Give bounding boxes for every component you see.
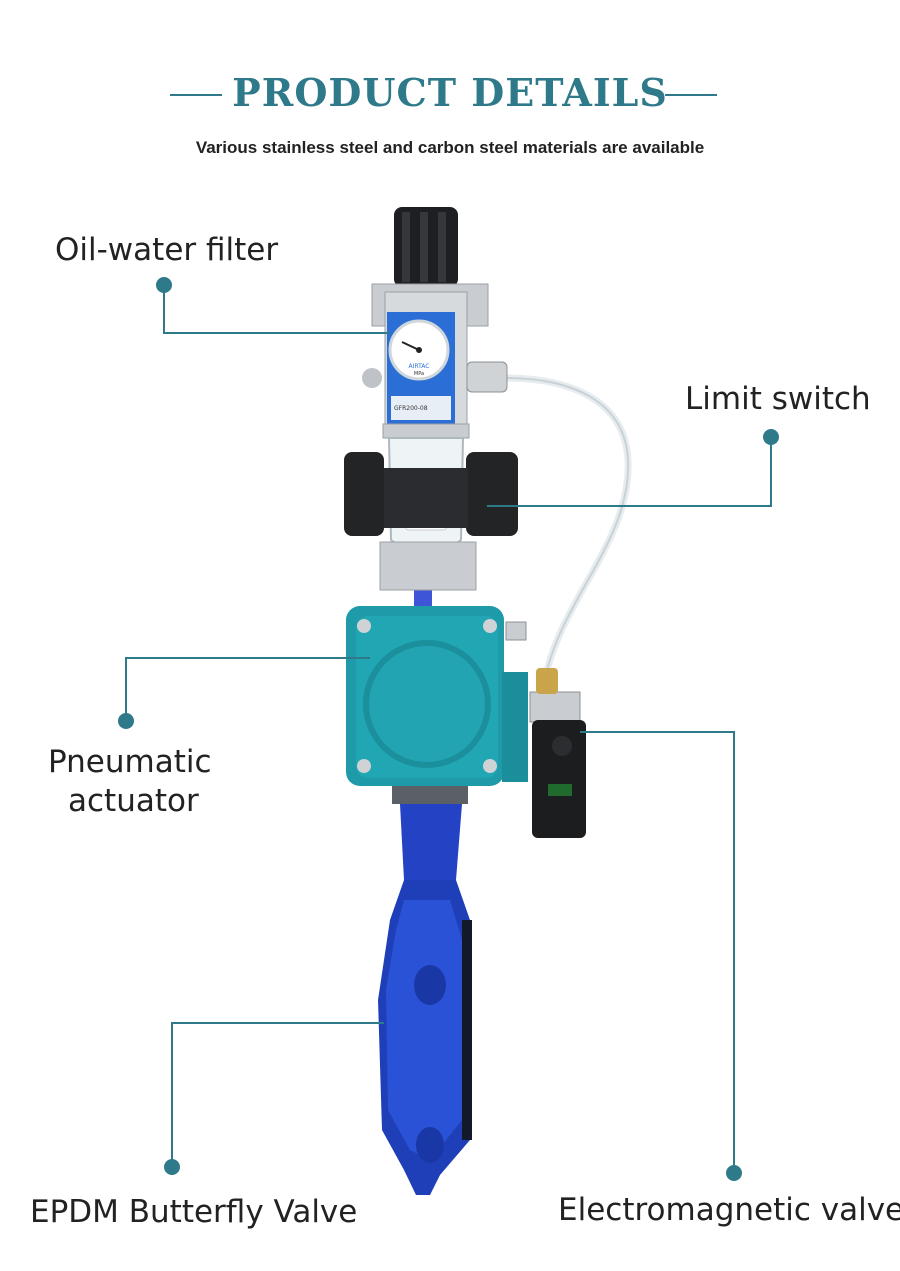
label-butterfly-valve: EPDM Butterfly Valve xyxy=(30,1194,358,1230)
callout-dot-limit-switch xyxy=(763,429,779,445)
page-subtitle: Various stainless steel and carbon steel… xyxy=(195,138,705,157)
gauge-brand: AIRTAC xyxy=(409,363,430,370)
page-title: PRODUCT DETAILS xyxy=(232,70,668,115)
title-rule-left xyxy=(170,94,222,96)
valve-neck xyxy=(392,786,468,880)
label-electromagnetic-valve: Electromagnetic valve xyxy=(558,1192,900,1228)
callout-dot-electromagnetic-valve xyxy=(726,1165,742,1181)
gauge-model: GFR200-08 xyxy=(394,405,428,412)
gauge-unit: MPa xyxy=(414,371,424,377)
label-oil-water-filter: Oil-water filter xyxy=(55,232,279,268)
label-limit-switch: Limit switch xyxy=(685,381,871,417)
leader-limit-switch xyxy=(487,437,772,507)
title-rule-right xyxy=(665,94,717,96)
callout-dot-pneumatic-actuator xyxy=(118,713,134,729)
header: PRODUCT DETAILS xyxy=(0,66,900,126)
solenoid-valve xyxy=(529,668,586,838)
leader-butterfly-valve xyxy=(171,1022,384,1167)
air-fitting xyxy=(466,361,508,393)
label-pneumatic-actuator-line2: actuator xyxy=(68,783,199,819)
actuator-body xyxy=(346,606,528,786)
leader-oil-water-filter xyxy=(163,285,390,334)
leader-pneumatic-actuator xyxy=(125,657,370,720)
callout-dot-butterfly-valve xyxy=(164,1159,180,1175)
callout-dot-oil-water-filter xyxy=(156,277,172,293)
label-pneumatic-actuator-line1: Pneumatic xyxy=(48,744,212,780)
leader-electromagnetic-valve xyxy=(580,731,735,1173)
butterfly-valve-body xyxy=(378,880,472,1195)
limit-switch-body xyxy=(344,452,518,536)
mounting-bracket-lower xyxy=(379,541,477,591)
regulator-knob xyxy=(394,207,458,287)
